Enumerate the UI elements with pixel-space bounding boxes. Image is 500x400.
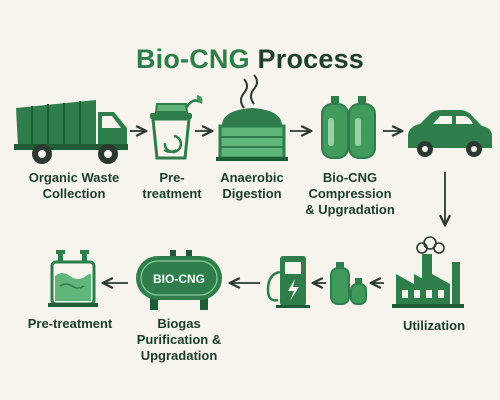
label-pretreatment-bottom-line1: Pre-treatment xyxy=(27,316,113,331)
pretreatment-tank-icon xyxy=(48,250,98,307)
title-accent: Bio-CNG xyxy=(135,44,250,74)
label-organic-waste-line2: Collection xyxy=(42,186,106,201)
label-purification: Biogas Purification & Upgradation xyxy=(128,316,230,364)
label-pretreatment-bottom: Pre-treatment xyxy=(20,316,120,332)
page-title: Bio-CNG Process xyxy=(0,44,500,75)
title-rest: Process xyxy=(257,44,365,74)
label-anaerobic: Anaerobic Digestion xyxy=(208,170,296,202)
label-purification-line2: Purification & xyxy=(136,332,222,347)
fuel-pump-icon xyxy=(266,256,310,308)
label-compression-line1: Bio-CNG xyxy=(322,170,378,185)
label-anaerobic-line2: Digestion xyxy=(222,186,282,201)
gas-cylinders-icon xyxy=(321,96,376,159)
label-utilization-line1: Utilization xyxy=(402,318,466,333)
car-icon xyxy=(408,110,492,157)
label-utilization: Utilization xyxy=(386,318,482,334)
label-purification-line3: Upgradation xyxy=(140,348,218,363)
factory-icon xyxy=(392,236,464,308)
garbage-truck-icon xyxy=(14,100,128,164)
label-pretreatment-top-line2: treatment xyxy=(142,186,202,201)
label-anaerobic-line1: Anaerobic xyxy=(220,170,284,185)
label-pretreatment-top: Pre- treatment xyxy=(136,170,208,202)
label-purification-line1: Biogas xyxy=(157,316,201,331)
bio-cng-tank-icon xyxy=(136,250,222,310)
label-pretreatment-top-line1: Pre- xyxy=(159,170,185,185)
gas-cylinder-small-icon xyxy=(330,262,367,305)
compost-bin-icon xyxy=(150,95,203,160)
tank-label: BIO-CNG xyxy=(153,272,205,286)
label-compression-line2: Compression xyxy=(308,186,392,201)
label-organic-waste: Organic Waste Collection xyxy=(18,170,130,202)
label-compression-line3: & Upgradation xyxy=(305,202,395,217)
label-compression: Bio-CNG Compression & Upgradation xyxy=(300,170,400,218)
digester-dome-icon xyxy=(216,74,288,161)
label-organic-waste-line1: Organic Waste xyxy=(28,170,120,185)
